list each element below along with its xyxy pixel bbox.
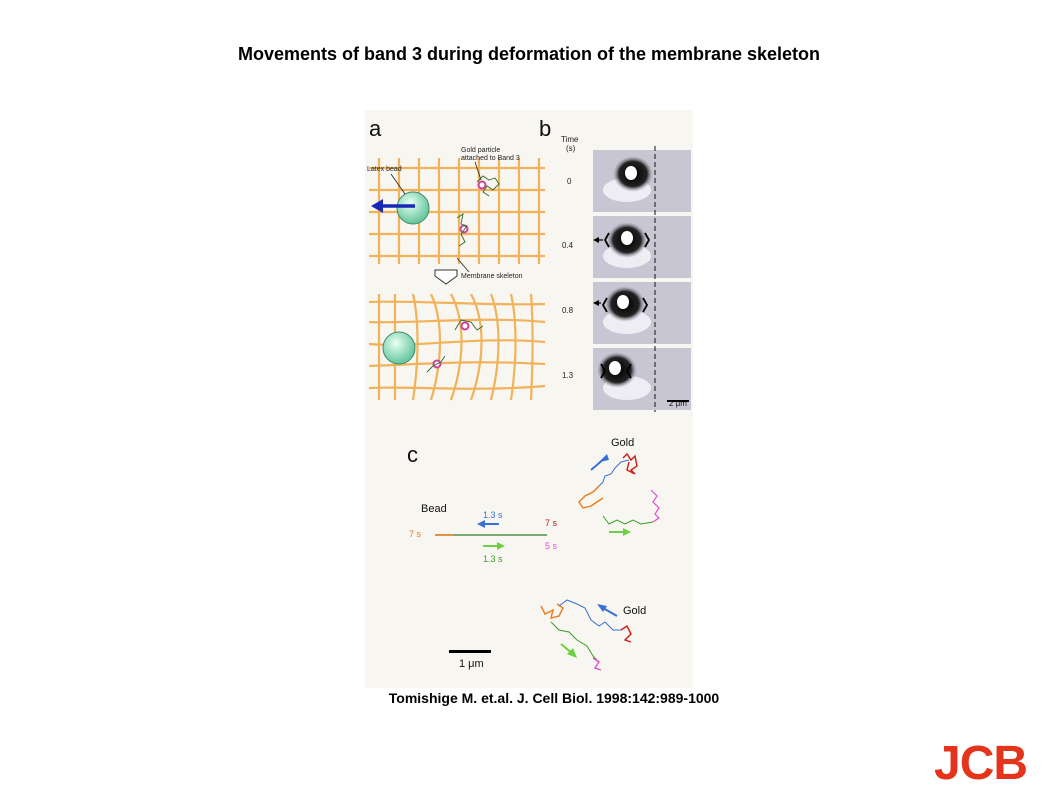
panel-c-label: c xyxy=(407,442,418,467)
trace-red xyxy=(622,452,638,475)
latex-bead-deformed xyxy=(382,331,416,365)
gold-particle xyxy=(460,321,470,331)
slide-title: Movements of band 3 during deformation o… xyxy=(237,44,821,64)
micrograph-frame xyxy=(593,282,691,344)
particle-trajectory xyxy=(476,175,500,197)
trace-orange xyxy=(540,603,564,619)
panel-a-label: a xyxy=(369,116,382,141)
panel-a: a Latex bead Gold particle attached to B… xyxy=(367,116,546,401)
latex-bead-top xyxy=(396,191,430,225)
arrow-blue-shaft xyxy=(590,457,606,471)
gold-particle-label-line2: attached to Band 3 xyxy=(461,155,520,162)
trace-orange xyxy=(578,485,604,509)
bead-label: Bead xyxy=(421,503,447,515)
trace-green xyxy=(602,515,654,525)
particle-trajectory xyxy=(454,319,484,331)
time-blue: 1.3 s xyxy=(483,510,503,520)
time-magenta: 5 s xyxy=(545,541,558,551)
membrane-skeleton-label: Membrane skeleton xyxy=(461,273,523,280)
scale-bar-label: 1 μm xyxy=(459,658,484,670)
micrograph-frame xyxy=(593,216,691,278)
scale-bar-label: 2 μm xyxy=(669,399,687,408)
trace-blue xyxy=(598,459,630,487)
gold-particle xyxy=(477,180,487,190)
time-header: Time xyxy=(561,135,579,144)
panel-b: b Time (s) 0 0.4 0.8 1.3 xyxy=(539,116,691,412)
trace-green xyxy=(550,621,598,661)
trace-magenta xyxy=(592,657,602,671)
micrograph-frame xyxy=(593,348,691,410)
particle-trajectory xyxy=(426,355,446,373)
transition-arrow xyxy=(434,269,458,285)
bead-arrow-blue-head xyxy=(477,520,485,528)
trace-blue xyxy=(558,599,621,631)
arrow-green xyxy=(567,648,577,658)
trace-red xyxy=(620,624,632,643)
particle-trajectory xyxy=(456,213,468,247)
micrograph-frame xyxy=(593,150,691,212)
pull-arrow-head xyxy=(371,199,383,213)
arrow-green xyxy=(623,528,631,536)
citation: Tomishige M. et.al. J. Cell Biol. 1998:1… xyxy=(388,690,720,706)
time-value: 0 xyxy=(567,177,572,186)
time-value: 0.8 xyxy=(562,306,574,315)
time-value: 1.3 xyxy=(562,371,574,380)
latex-bead-label: Latex bead xyxy=(367,166,402,173)
bead-arrow-green-head xyxy=(497,542,505,550)
arrow-blue xyxy=(597,604,607,612)
time-value: 0.4 xyxy=(562,241,574,250)
time-green: 1.3 s xyxy=(483,554,503,564)
scale-bar xyxy=(449,650,491,653)
time-red: 7 s xyxy=(545,518,558,528)
figure: a Latex bead Gold particle attached to B… xyxy=(365,110,693,688)
panel-b-label: b xyxy=(539,116,551,141)
jcb-logo: JCB xyxy=(934,737,1028,790)
panel-c: c Gold Bead 1.3 s 7 s 7 s 5 s 1.3 s Gold xyxy=(407,437,660,671)
membrane-skeleton-grid-deformed xyxy=(368,293,546,401)
membrane-skeleton-pointer xyxy=(456,257,470,273)
arrow-blue-shaft xyxy=(602,607,618,617)
trace-magenta xyxy=(650,489,660,523)
gold-label-bottom: Gold xyxy=(623,605,646,617)
gold-particle-pointer xyxy=(474,161,482,181)
time-unit: (s) xyxy=(566,144,576,153)
latex-bead-pointer xyxy=(390,173,406,195)
time-orange: 7 s xyxy=(409,529,422,539)
gold-particle-label-line1: Gold particle xyxy=(461,147,500,154)
gold-label-top: Gold xyxy=(611,437,634,449)
